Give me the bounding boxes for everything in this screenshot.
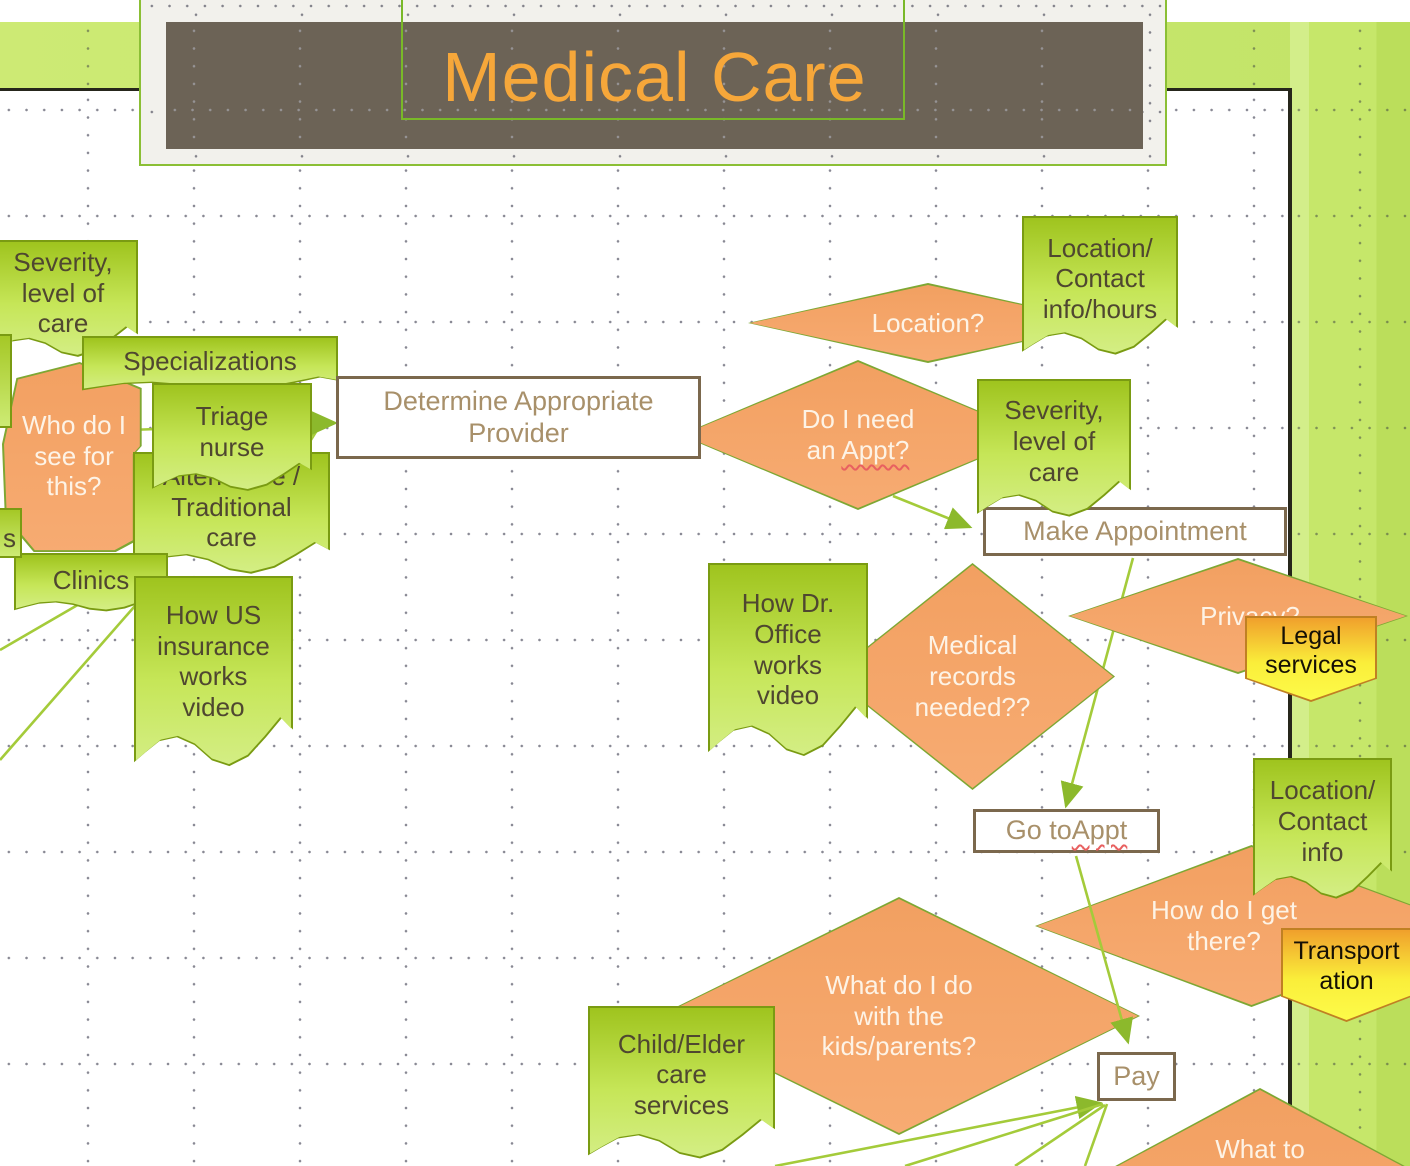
note-label: Legal services [1265,621,1357,680]
note-label: Child/Elder care services [617,1028,746,1121]
process-pay[interactable]: Pay [1097,1052,1176,1101]
note-label: How Dr. Office works video [741,588,835,711]
note-label: Severity, level of care [1004,395,1104,487]
note-label: How US insurance works video [157,600,270,723]
note-child-elder-care-services[interactable]: Child/Elder care services [588,1006,775,1160]
note-label: Clinics [52,564,130,595]
decision-label: Medical records needed?? [914,630,1031,722]
note-transportation[interactable]: Transport ation [1281,928,1410,1022]
decision-label: What do I do with the kids/parents? [821,969,977,1062]
process-go-to-appt[interactable]: Go to Appt [973,809,1160,853]
note-label: Transport ation [1293,937,1400,995]
note-label: Triage nurse [195,401,269,462]
note-location-contact-info[interactable]: Location/ Contact info [1253,758,1392,900]
process-label: Determine Appropriate Provider [383,385,654,448]
note-clipped-left-1[interactable] [0,334,12,428]
note-legal-services[interactable]: Legal services [1245,616,1377,702]
misspelled-word: Appt [1071,815,1128,846]
note-label: s [3,523,16,553]
decision-who-do-i-see[interactable]: Who do I see for this? [2,356,146,556]
slide-title[interactable]: Medical Care [442,37,867,116]
decision-medical-records[interactable]: Medical records needed?? [830,563,1115,790]
decision-label: Who do I see for this? [21,409,127,502]
note-how-us-insurance-works-video[interactable]: How US insurance works video [134,576,293,768]
title-panel[interactable] [166,22,1143,149]
note-location-contact-info-hours[interactable]: Location/ Contact info/hours [1022,216,1178,356]
decision-label: How do I get there? [1151,895,1297,956]
process-label: Go to Appt [1005,815,1128,846]
note-how-dr-office-works-video[interactable]: How Dr. Office works video [708,563,868,758]
decision-label: Location? [871,307,985,338]
decision-do-i-need-appt[interactable]: Do I need an Appt? [680,360,1036,510]
note-triage-nurse[interactable]: Triage nurse [152,383,312,492]
note-label: Severity, level of care [13,246,113,339]
decision-what-to[interactable]: What to [1015,1088,1410,1166]
note-label: Specializations [123,346,297,377]
process-label: Pay [1113,1060,1160,1091]
note-severity-level-of-care-2[interactable]: Severity, level of care [977,379,1131,518]
misspelled-word: Appt? [841,435,910,465]
note-clipped-left-2[interactable]: s [0,508,22,558]
decision-label: What to [1215,1134,1305,1164]
note-label: Location/ Contact info/hours [1042,232,1158,324]
note-label: Location/ Contact info [1269,775,1376,867]
process-make-appointment[interactable]: Make Appointment [983,507,1287,556]
process-label: Make Appointment [1023,515,1247,546]
title-highlight-rect [401,0,905,120]
note-specializations[interactable]: Specializations [82,336,338,392]
process-determine-appropriate-provider[interactable]: Determine Appropriate Provider [336,376,701,459]
note-severity-level-of-care-1[interactable]: Severity, level of care [0,240,138,358]
decision-label: Do I need an Appt? [801,404,915,465]
